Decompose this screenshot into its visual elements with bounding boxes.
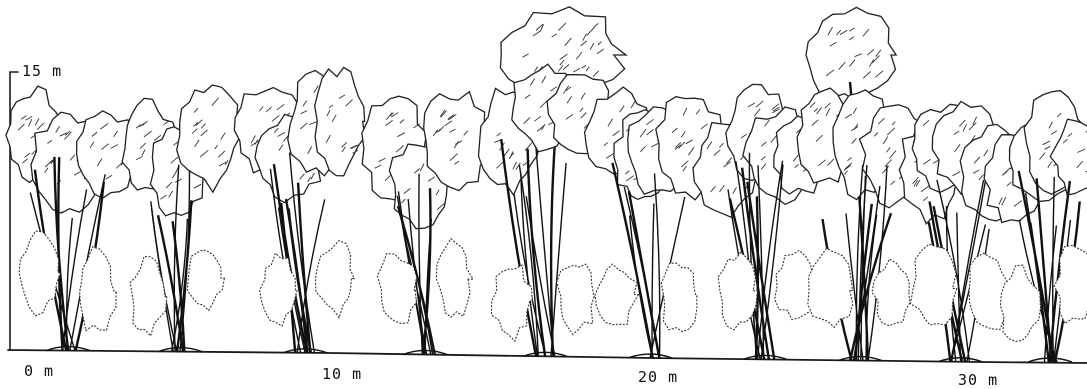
bamboo-clump xyxy=(234,67,365,352)
distance-label-10m: 10 m xyxy=(322,365,362,383)
understory-foliage xyxy=(187,250,224,311)
understory-foliage xyxy=(595,264,638,325)
culm xyxy=(652,204,654,359)
understory-foliage xyxy=(315,241,354,318)
understory-foliage xyxy=(911,244,957,325)
bamboo-clump xyxy=(122,85,243,352)
understory-foliage xyxy=(19,231,60,316)
bamboo-clump xyxy=(585,87,727,358)
bamboo-clump xyxy=(362,92,491,355)
understory-foliage xyxy=(872,259,910,326)
understory-foliage xyxy=(661,263,697,332)
distance-label-20m: 20 m xyxy=(638,368,678,386)
bamboo-clump xyxy=(6,86,139,350)
culm xyxy=(629,191,659,358)
height-scale-label: 15 m xyxy=(22,62,62,80)
understory-foliage xyxy=(492,265,533,341)
understory-foliage xyxy=(437,239,474,318)
distance-label-30m: 30 m xyxy=(958,371,998,389)
distance-label-0m: 0 m xyxy=(24,362,54,380)
understory-foliage xyxy=(808,249,853,328)
understory-foliage xyxy=(80,247,117,331)
culm xyxy=(1053,177,1055,362)
understory-foliage xyxy=(557,264,594,334)
understory-foliage xyxy=(130,256,167,336)
understory-foliage xyxy=(1000,265,1040,341)
bamboo-clumps xyxy=(6,7,1087,362)
